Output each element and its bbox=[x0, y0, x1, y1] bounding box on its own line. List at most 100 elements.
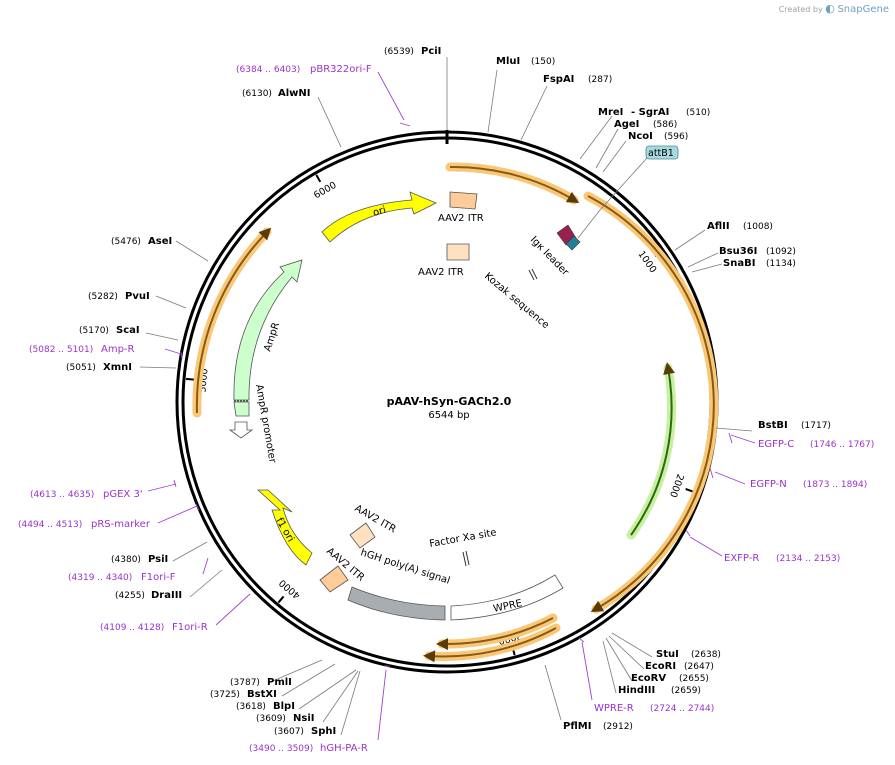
site-name: AflII bbox=[707, 221, 730, 232]
site-pos: (3787) bbox=[230, 678, 260, 688]
site-name: AgeI bbox=[614, 119, 639, 130]
primer-range: (1746 .. 1767) bbox=[810, 440, 874, 450]
site-pos: (287) bbox=[588, 75, 612, 85]
attb1-badge bbox=[645, 145, 679, 160]
site-pos: (1717) bbox=[801, 421, 831, 431]
attb1-lead bbox=[599, 157, 648, 211]
snapgene-logo-icon: ◐ bbox=[825, 2, 835, 15]
primer-range: (1873 .. 1894) bbox=[803, 480, 867, 490]
orf-arc-2 bbox=[587, 195, 715, 613]
site-pos: (1134) bbox=[766, 259, 796, 269]
credit-brand: SnapGene bbox=[837, 4, 889, 15]
site-pos: (3618) bbox=[236, 702, 266, 712]
primer-name: EXFP-R bbox=[724, 553, 759, 564]
factor-xa-mark bbox=[462, 551, 467, 567]
aav2-itr-label-2: AAV2 ITR bbox=[418, 267, 464, 278]
f1-ori-feature-arrow bbox=[256, 489, 313, 566]
position-tick-label: 2000 bbox=[667, 472, 686, 498]
site-pos: (2638) bbox=[691, 650, 721, 660]
ampr-feature-arrow bbox=[233, 259, 303, 401]
site-name: BstXI bbox=[247, 689, 277, 700]
ampr-label: AmpR bbox=[262, 321, 282, 353]
site-pos: (4255) bbox=[115, 591, 145, 601]
credit-label: Created by bbox=[778, 5, 823, 14]
site-name: EcoRV bbox=[631, 673, 666, 684]
site-name: SnaBI bbox=[723, 258, 755, 269]
egfp-arc bbox=[630, 362, 675, 536]
site-name: NcoI bbox=[628, 131, 653, 142]
site-pos: (2659) bbox=[671, 686, 701, 696]
site-pos: (1092) bbox=[766, 247, 796, 257]
attb1-label: attB1 bbox=[648, 148, 674, 159]
site-pos: (4380) bbox=[111, 555, 141, 565]
site-name: PvuI bbox=[125, 291, 150, 302]
site-name: XmnI bbox=[103, 362, 132, 373]
primer-range: (4613 .. 4635) bbox=[30, 490, 94, 500]
site-name: PciI bbox=[421, 46, 441, 57]
aav2-itr-box-2 bbox=[446, 243, 470, 261]
primer-name: pBR322ori-F bbox=[310, 64, 372, 75]
aav2-itr-label-1: AAV2 ITR bbox=[438, 213, 484, 224]
primer-name: F1ori-F bbox=[141, 572, 176, 583]
site-name: PmlI bbox=[267, 677, 292, 688]
primer-range: (5082 .. 5101) bbox=[29, 345, 93, 355]
site-name: BlpI bbox=[273, 701, 295, 712]
plasmid-length: 6544 bp bbox=[428, 410, 469, 421]
primer-name: hGH-PA-R bbox=[320, 743, 368, 754]
ampr-promoter-box bbox=[233, 401, 250, 417]
restriction-sites: (6539) PciI MluI (150) FspAI (287) MreI … bbox=[66, 46, 831, 737]
position-tick-mark bbox=[315, 174, 322, 183]
site-name: SphI bbox=[311, 726, 336, 737]
site-leaders bbox=[139, 57, 753, 736]
site-name: NsiI bbox=[293, 713, 314, 724]
site-pos: (586) bbox=[653, 120, 677, 130]
site-name: AseI bbox=[148, 236, 172, 247]
site-name: StuI bbox=[656, 649, 679, 660]
position-tick-mark bbox=[277, 595, 285, 604]
igk-leader-box-2 bbox=[565, 235, 581, 251]
egfp-arc-glow bbox=[626, 363, 677, 540]
site-pos: (6539) bbox=[384, 47, 414, 57]
site-name: BstBI bbox=[758, 420, 788, 431]
position-tick-mark bbox=[185, 377, 195, 381]
primer-name: pRS-marker bbox=[91, 519, 151, 530]
site-name: - SgrAI bbox=[631, 107, 669, 118]
site-pos: (3609) bbox=[256, 714, 286, 724]
site-pos: (1008) bbox=[743, 222, 773, 232]
site-pos: (5282) bbox=[88, 292, 118, 302]
primer-range: (3490 .. 3509) bbox=[249, 744, 313, 754]
ampr-promoter-arrow-icon bbox=[228, 421, 254, 439]
site-name: FspAI bbox=[543, 74, 574, 85]
wpre-box bbox=[450, 574, 564, 621]
site-pos: (5051) bbox=[66, 363, 96, 373]
site-name: AlwNI bbox=[278, 88, 311, 99]
primer-name: WPRE-R bbox=[594, 703, 634, 714]
orf-arc-3 bbox=[436, 617, 554, 651]
site-pos: (150) bbox=[531, 57, 555, 67]
primer-range: (4494 .. 4513) bbox=[18, 520, 82, 530]
orf-arc-5 bbox=[195, 227, 272, 414]
primer-range: (2724 .. 2744) bbox=[650, 704, 714, 714]
snapgene-credit: Created by ◐ SnapGene bbox=[779, 2, 889, 15]
site-name: ScaI bbox=[116, 325, 140, 336]
site-pos: (6130) bbox=[242, 89, 272, 99]
orf-arc-4 bbox=[423, 627, 557, 663]
site-pos: (5476) bbox=[111, 237, 141, 247]
site-pos: (596) bbox=[664, 132, 688, 142]
site-pos: (2647) bbox=[684, 662, 714, 672]
primer-name: EGFP-C bbox=[758, 439, 794, 450]
primer-labels: (6384 .. 6403) pBR322ori-F EGFP-C (1746 … bbox=[18, 64, 874, 754]
factor-xa-label: Factor Xa site bbox=[429, 527, 498, 550]
hgh-polya-box bbox=[347, 586, 446, 621]
hgh-polya-label: hGH poly(A) signal bbox=[359, 547, 451, 586]
primer-range: (6384 .. 6403) bbox=[236, 65, 300, 75]
site-name: MluI bbox=[496, 56, 520, 67]
primer-range: (2134 .. 2153) bbox=[776, 554, 840, 564]
plasmid-name: pAAV-hSyn-GACh2.0 bbox=[387, 395, 512, 408]
site-name: Bsu36I bbox=[719, 246, 757, 257]
site-pos: (3607) bbox=[274, 727, 304, 737]
kozak-label: Kozak sequence bbox=[482, 271, 551, 331]
kozak-mark bbox=[528, 269, 535, 281]
ori-label: ori bbox=[372, 205, 388, 219]
